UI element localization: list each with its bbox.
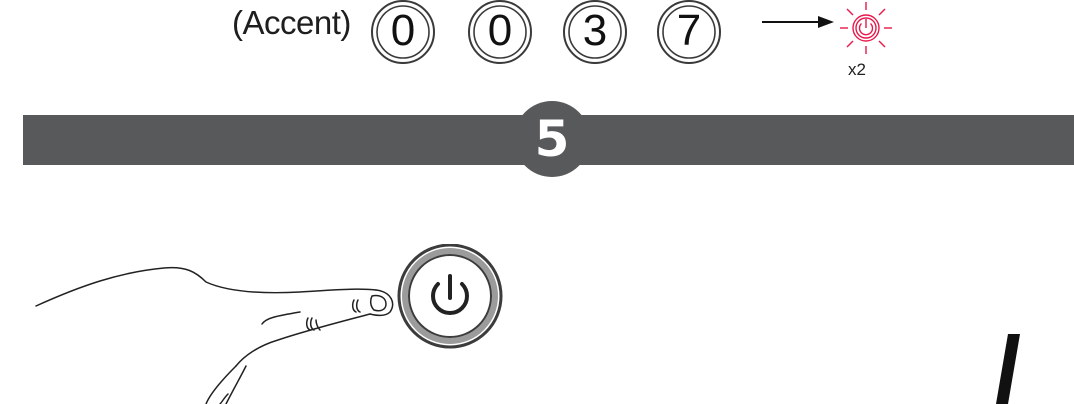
code-entry-row: (Accent) 0 0 3 7 (0, 0, 1074, 90)
arrow-right-icon (762, 14, 834, 30)
step-number: 5 (535, 114, 570, 164)
code-digit: 0 (467, 0, 533, 62)
code-digit: 7 (656, 0, 722, 62)
repeat-count-label: x2 (848, 60, 866, 80)
code-key-3: 3 (562, 0, 628, 66)
code-digit: 3 (562, 0, 628, 62)
divider-slash-icon (994, 334, 1024, 404)
accent-label: (Accent) (232, 4, 351, 42)
step-number-badge: 5 (514, 101, 590, 177)
code-key-4: 7 (656, 0, 722, 66)
finger-pressing-icon (0, 240, 400, 404)
power-led-blinking-icon (836, 0, 896, 58)
code-digit: 0 (370, 0, 436, 62)
code-key-1: 0 (370, 0, 436, 66)
power-button-icon (396, 244, 504, 352)
code-key-2: 0 (467, 0, 533, 66)
